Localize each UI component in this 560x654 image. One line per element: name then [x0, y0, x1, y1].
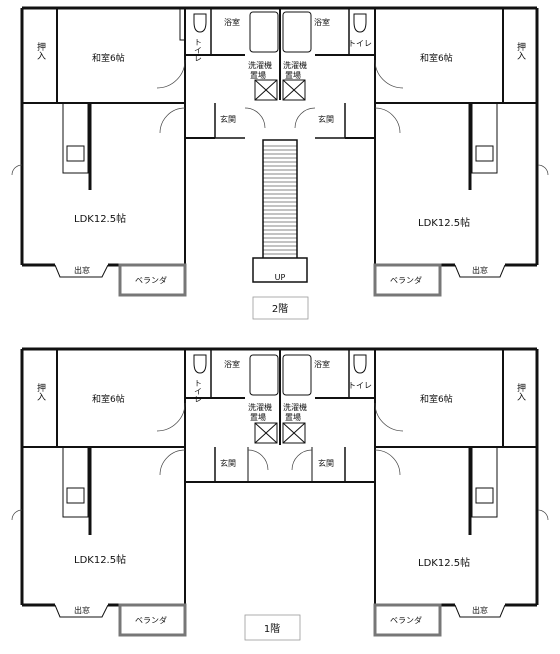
ldk-right-label: LDK12.5帖: [418, 216, 470, 229]
washer-left-label-2: 置場: [250, 70, 266, 80]
bathtub-left: [249, 354, 279, 396]
bathtub-right: [282, 354, 312, 396]
bathtub-left: [249, 11, 279, 53]
veranda-right: [373, 603, 442, 637]
ldk-right-label: LDK12.5帖: [418, 556, 470, 569]
bay-window-right: [454, 264, 506, 278]
entry-right-label: 玄関: [318, 114, 334, 124]
bath-left-label: 浴室: [224, 17, 240, 27]
bath-right-label: 浴室: [314, 17, 330, 27]
washitsu-right-label: 和室6帖: [420, 393, 453, 405]
veranda-left-label: ベランダ: [135, 615, 167, 625]
toilet-right: [353, 354, 367, 374]
washer-left-label: 洗濯機: [248, 60, 272, 70]
room-labels: 押入 和室6帖 トイレ 浴室 浴室 トイレ 和室6帖 押入 洗濯機 置場 洗濯機…: [35, 359, 526, 625]
washer-right-label-2: 置場: [285, 412, 301, 422]
stair-direction-label: UP: [275, 273, 286, 282]
washer-right-label: 洗濯機: [283, 60, 307, 70]
floor-label-box: [252, 296, 309, 320]
closet-right-label: 押入: [515, 41, 526, 60]
veranda-left: [118, 603, 187, 637]
washer-right-label-2: 置場: [285, 70, 301, 80]
washer-left-label-2: 置場: [250, 412, 266, 422]
washer-left: [254, 79, 278, 101]
bay-right-label: 出窓: [472, 605, 488, 615]
washer-left-label: 洗濯機: [248, 402, 272, 412]
washitsu-right-label: 和室6帖: [420, 52, 453, 64]
toilet-left-label: トイレ: [194, 38, 203, 62]
bay-window-left: [54, 604, 109, 618]
floor-label: 1階: [264, 623, 280, 635]
ldk-left-label: LDK12.5帖: [74, 212, 126, 225]
kitchen-counter-left: [62, 102, 89, 174]
veranda-right-label: ベランダ: [390, 275, 422, 285]
entry-left-label: 玄関: [220, 458, 236, 468]
entry-left-label: 玄関: [220, 114, 236, 124]
door-swings: [11, 59, 549, 176]
floor-2-plan: UP: [11, 6, 549, 320]
walls: [20, 347, 539, 607]
veranda-right-label: ベランダ: [390, 615, 422, 625]
bay-right-label: 出窓: [472, 265, 488, 275]
floor-1-plan: 押入 和室6帖 トイレ 浴室 浴室 トイレ 和室6帖 押入 洗濯機 置場 洗濯機…: [11, 347, 549, 641]
washer-right: [282, 422, 306, 444]
washer-left: [254, 422, 278, 444]
door-swings: [11, 402, 549, 521]
floor-label-box: [244, 614, 301, 641]
toilet-right-label: トイレ: [348, 381, 372, 390]
ldk-left-label: LDK12.5帖: [74, 553, 126, 566]
washer-right-label: 洗濯機: [283, 402, 307, 412]
veranda-left-label: ベランダ: [135, 275, 167, 285]
washer-right: [282, 79, 306, 101]
toilet-left-label: トイレ: [194, 379, 203, 403]
bath-right-label: 浴室: [314, 359, 330, 369]
toilet-left: [193, 13, 207, 33]
room-labels: 押入 和室6帖 トイレ 浴室 浴室 トイレ 和室6帖 押入 洗濯機 置場 洗濯機…: [35, 17, 526, 285]
bay-left-label: 出窓: [74, 605, 90, 615]
veranda-right: [373, 263, 442, 297]
bay-window-right: [454, 604, 506, 618]
closet-left-label: 押入: [35, 382, 46, 401]
staircase: [252, 139, 308, 283]
toilet-right-label: トイレ: [348, 39, 372, 48]
toilet-right: [353, 13, 367, 33]
bay-window-left: [54, 264, 109, 278]
closet-right-label: 押入: [515, 382, 526, 401]
washitsu-left-label: 和室6帖: [92, 393, 125, 405]
bay-left-label: 出窓: [74, 265, 90, 275]
veranda-left: [118, 263, 187, 297]
toilet-left: [193, 354, 207, 374]
kitchen-counter-right: [471, 446, 498, 518]
kitchen-counter-left: [62, 446, 89, 518]
washitsu-left-label: 和室6帖: [92, 52, 125, 64]
closet-left-label: 押入: [35, 41, 46, 60]
bath-left-label: 浴室: [224, 359, 240, 369]
walls: [20, 6, 539, 267]
entry-right-label: 玄関: [318, 458, 334, 468]
fixtures: [54, 354, 506, 618]
kitchen-counter-right: [471, 102, 498, 174]
floor-label: 2階: [272, 303, 288, 315]
bathtub-right: [282, 11, 312, 53]
fixtures: [54, 11, 506, 278]
